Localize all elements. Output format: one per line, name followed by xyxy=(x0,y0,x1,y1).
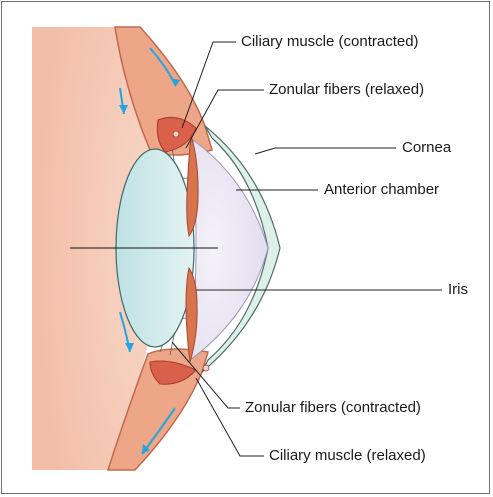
label-anterior-chamber: Anterior chamber xyxy=(324,181,439,199)
label-zonular-fibers-relaxed: Zonular fibers (relaxed) xyxy=(269,81,424,99)
ciliary-dot-lower xyxy=(203,365,209,371)
label-ciliary-muscle-relaxed: Ciliary muscle (relaxed) xyxy=(269,447,426,465)
label-cornea: Cornea xyxy=(402,139,451,157)
ciliary-dot xyxy=(173,131,179,137)
label-zonular-fibers-contracted: Zonular fibers (contracted) xyxy=(245,399,421,417)
label-iris: Iris xyxy=(448,281,468,299)
anterior-chamber xyxy=(190,140,268,360)
label-ciliary-muscle-contracted: Ciliary muscle (contracted) xyxy=(241,33,419,51)
